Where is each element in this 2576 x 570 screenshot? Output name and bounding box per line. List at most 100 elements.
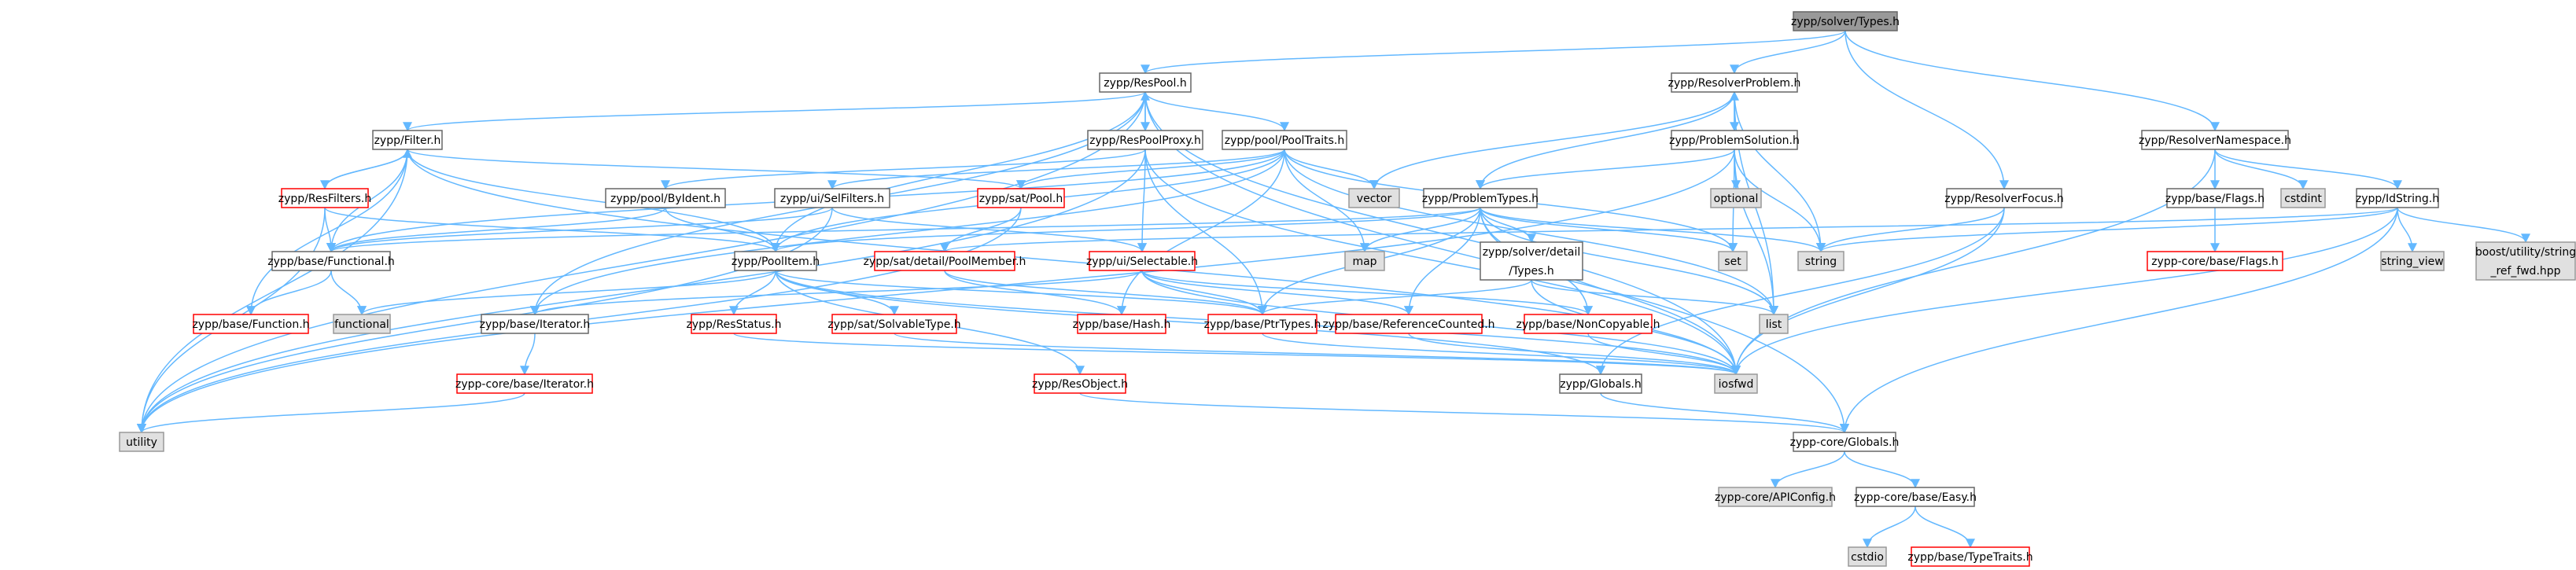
dependency-edge-globals-to-coreglobals — [1600, 392, 1849, 434]
node-problemsolution[interactable]: zypp/ProblemSolution.h — [1669, 130, 1800, 150]
node-coreiterator[interactable]: zypp-core/base/Iterator.h — [455, 373, 594, 394]
dependency-edge-resolverproblem-to-problemtypes — [1476, 91, 1735, 190]
node-box — [1714, 373, 1758, 394]
node-typetraits[interactable]: zypp/base/TypeTraits.h — [1907, 546, 2033, 567]
node-box — [1793, 432, 1896, 452]
node-selfilters[interactable]: zypp/ui/SelFilters.h — [774, 188, 890, 208]
node-soltypes[interactable]: zypp/solver/detail/Types.h — [1480, 241, 1583, 281]
node-label: zypp/ResPool.h — [1104, 77, 1186, 90]
node-selectable[interactable]: zypp/ui/Selectable.h — [1086, 251, 1198, 271]
node-label: optional — [1714, 193, 1759, 205]
node-refcounted[interactable]: zypp/base/ReferenceCounted.h — [1322, 314, 1495, 334]
node-label: zypp/ResObject.h — [1032, 378, 1128, 391]
node-label: zypp/sat/detail/PoolMember.h — [864, 256, 1026, 268]
node-label: zypp/pool/PoolTraits.h — [1225, 134, 1345, 147]
dependency-edge-resolverproblem-to-vector — [1369, 91, 1735, 190]
node-noncopyable[interactable]: zypp/base/NonCopyable.h — [1516, 314, 1660, 334]
node-baseiterator[interactable]: zypp/base/Iterator.h — [480, 314, 591, 334]
dependency-edge-pooltraits-to-vector — [1284, 149, 1379, 190]
header-nodes: zypp/solver/Types.h zypp/ResPool.h zypp/Re… — [119, 11, 2576, 567]
node-label: zypp/ResFilters.h — [278, 193, 371, 205]
node-label: zypp/ResolverFocus.h — [1944, 193, 2064, 205]
node-label: zypp/ui/SelFilters.h — [780, 193, 884, 205]
node-label: zypp/sat/SolvableType.h — [827, 318, 960, 331]
dependency-edge-resfilters-to-poolitem — [324, 207, 780, 253]
dependency-edge-problemsolution-to-list — [1734, 149, 1778, 316]
dependency-edge-idstring-to-coreglobals — [1840, 207, 2398, 434]
node-ptrtypes[interactable]: zypp/base/PtrTypes.h — [1204, 314, 1321, 334]
dependency-edge-problemsolution-to-problemtypes — [1476, 149, 1735, 190]
dependency-edge-selfilters-to-functional_h — [326, 207, 833, 253]
node-box — [1793, 11, 1898, 31]
dependency-edge-poolitem-to-resstatus — [729, 270, 776, 316]
node-poolmember[interactable]: zypp/sat/detail/PoolMember.h — [864, 251, 1026, 271]
dependency-edge-idstring-to-boostref — [2397, 207, 2530, 244]
node-satpool[interactable]: zypp/sat/Pool.h — [977, 188, 1065, 208]
node-label: zypp/base/ReferenceCounted.h — [1322, 318, 1494, 331]
node-label: zypp/pool/ByIdent.h — [610, 193, 720, 205]
node-label: utility — [126, 436, 157, 449]
node-stringview: string_view — [2380, 251, 2445, 271]
node-idstring[interactable]: zypp/IdString.h — [2356, 188, 2439, 208]
node-resolverfocus[interactable]: zypp/ResolverFocus.h — [1944, 188, 2064, 208]
dependency-edge-resolverfocus-to-string — [1816, 207, 2005, 253]
node-resolverproblem[interactable]: zypp/ResolverProblem.h — [1668, 72, 1801, 93]
node-box — [2380, 251, 2445, 271]
node-apiconfig: zypp-core/APIConfig.h — [1715, 487, 1836, 507]
node-pooltraits[interactable]: zypp/pool/PoolTraits.h — [1222, 130, 1347, 150]
node-label: zypp/ProblemTypes.h — [1422, 193, 1539, 205]
node-root[interactable]: zypp/solver/Types.h — [1791, 11, 1900, 31]
node-label: zypp/base/PtrTypes.h — [1204, 318, 1321, 331]
node-label: _ref_fwd.hpp — [2489, 265, 2560, 278]
node-label: /Types.h — [1509, 265, 1554, 278]
node-respool[interactable]: zypp/ResPool.h — [1099, 72, 1192, 93]
node-resolvernamespace[interactable]: zypp/ResolverNamespace.h — [2139, 130, 2291, 150]
node-coreflags[interactable]: zypp-core/base/Flags.h — [2147, 251, 2283, 271]
dependency-edge-selfilters-to-selectable — [831, 207, 1147, 253]
dependency-edge-selectable-to-baseiterator — [530, 270, 1143, 316]
dependency-edge-coreiterator-to-utility — [137, 392, 525, 434]
node-iosfwd: iosfwd — [1714, 373, 1758, 394]
dependency-edge-poolitem-to-functional — [357, 270, 776, 316]
node-poolitem[interactable]: zypp/PoolItem.h — [732, 251, 820, 271]
node-globals[interactable]: zypp/Globals.h — [1559, 373, 1642, 394]
dependency-edge-resolvernamespace-to-cstdint — [2214, 149, 2308, 190]
node-respoolproxy[interactable]: zypp/ResPoolProxy.h — [1087, 130, 1203, 150]
node-box — [1718, 251, 1748, 271]
dependency-edge-problemtypes-to-list — [1480, 207, 1778, 316]
node-poolbyident[interactable]: zypp/pool/ByIdent.h — [605, 188, 726, 208]
node-functional_h[interactable]: zypp/base/Functional.h — [267, 251, 395, 271]
node-label: zypp/Filter.h — [374, 134, 441, 147]
node-label: zypp/ui/Selectable.h — [1086, 256, 1198, 268]
node-resfilters[interactable]: zypp/ResFilters.h — [278, 188, 371, 208]
node-baseflags[interactable]: zypp/base/Flags.h — [2165, 188, 2265, 208]
dependency-edge-selectable-to-ptrtypes — [1141, 270, 1267, 316]
node-solvabletype[interactable]: zypp/sat/SolvableType.h — [827, 314, 961, 334]
node-filter[interactable]: zypp/Filter.h — [372, 130, 443, 150]
node-box — [1671, 130, 1798, 150]
dependency-edge-problemtypes-to-poolitem — [771, 207, 1481, 253]
node-problemtypes[interactable]: zypp/ProblemTypes.h — [1422, 188, 1539, 208]
node-label: map — [1352, 256, 1376, 268]
dependency-edge-root-to-resolverproblem — [1730, 30, 1846, 75]
node-list: list — [1759, 314, 1789, 334]
node-resobject[interactable]: zypp/ResObject.h — [1032, 373, 1128, 394]
node-box — [1524, 314, 1653, 334]
node-box — [1911, 546, 2030, 567]
dependency-edge-resobject-to-coreglobals — [1079, 392, 1849, 434]
node-resstatus[interactable]: zypp/ResStatus.h — [686, 314, 782, 334]
node-coreglobals[interactable]: zypp-core/Globals.h — [1790, 432, 1900, 452]
dependency-edge-respoolproxy-to-iosfwd — [1144, 149, 1741, 376]
dependency-edge-pooltraits-to-selfilters — [827, 149, 1285, 190]
dependency-edge-ptrtypes-to-iosfwd — [1262, 333, 1741, 376]
node-easy[interactable]: zypp-core/base/Easy.h — [1854, 487, 1977, 507]
dependency-edge-filter-to-satpool — [407, 149, 1026, 190]
node-box — [2147, 251, 2283, 271]
node-box — [1207, 314, 1317, 334]
node-function_h[interactable]: zypp/base/Function.h — [192, 314, 310, 334]
dependency-edge-coreglobals-to-easy — [1844, 450, 1920, 489]
node-box — [1856, 487, 1975, 507]
node-label: zypp/solver/detail — [1483, 246, 1581, 259]
node-hash[interactable]: zypp/base/Hash.h — [1073, 314, 1171, 334]
node-label: zypp/ResPoolProxy.h — [1089, 134, 1201, 147]
